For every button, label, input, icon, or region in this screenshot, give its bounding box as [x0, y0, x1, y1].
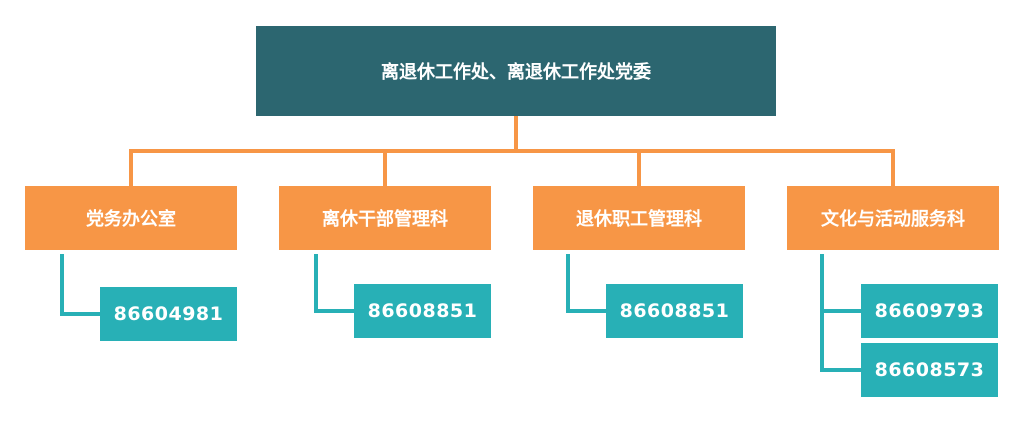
root-node: 离退休工作处、离退休工作处党委 [256, 26, 776, 116]
department-node-1: 党务办公室 [25, 186, 237, 250]
phone-number: 86608851 [619, 300, 730, 322]
phone-number: 86608573 [874, 359, 985, 381]
phone-connector-2 [314, 254, 354, 313]
department-label: 离休干部管理科 [322, 209, 448, 230]
department-label: 党务办公室 [86, 209, 176, 230]
department-node-4: 文化与活动服务科 [787, 186, 999, 250]
phone-number: 86604981 [113, 303, 224, 325]
department-node-3: 退休职工管理科 [533, 186, 745, 250]
department-label: 文化与活动服务科 [821, 209, 965, 230]
phone-node-3: 86608851 [606, 284, 743, 338]
phone-number: 86608851 [367, 300, 478, 322]
phone-node-2: 86608851 [354, 284, 491, 338]
phone-connector-1 [60, 254, 100, 316]
phone-connector-4b [820, 311, 861, 372]
phone-node-1: 86604981 [100, 287, 237, 341]
phone-connector-4a [820, 254, 861, 313]
phone-connector-3 [566, 254, 606, 313]
phone-node-4b: 86608573 [861, 343, 998, 397]
phone-number: 86609793 [874, 300, 985, 322]
root-label: 离退休工作处、离退休工作处党委 [381, 62, 651, 83]
department-node-2: 离休干部管理科 [279, 186, 491, 250]
phone-node-4a: 86609793 [861, 284, 998, 338]
department-label: 退休职工管理科 [576, 209, 702, 230]
